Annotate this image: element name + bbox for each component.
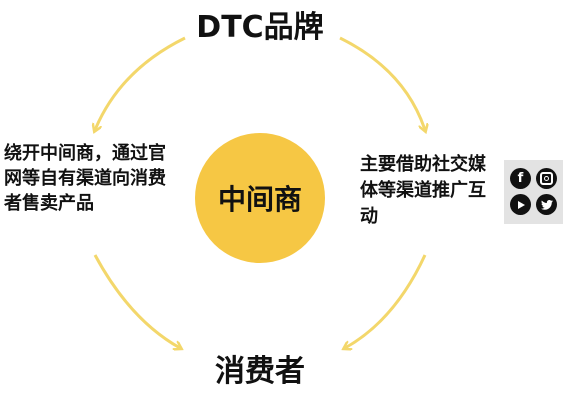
middleman-label: 中间商 [217, 183, 302, 216]
arrow-left-bottom [93, 254, 180, 348]
instagram-icon [536, 168, 557, 189]
twitter-icon [536, 194, 557, 215]
arrow-top-left [95, 36, 186, 130]
dtc-brand-label: DTC品牌 [196, 10, 324, 45]
social-media-icons: f [504, 160, 563, 224]
youtube-icon [510, 194, 531, 215]
social-promotion-text: 主要借助社交媒体等渠道推广互动 [360, 154, 486, 227]
arrow-right-bottom [345, 254, 427, 348]
arrow-top-right [339, 36, 425, 130]
consumer-label: 消费者 [215, 354, 305, 389]
direct-channel-text: 绕开中间商，通过官网等自有渠道向消费者售卖产品 [4, 143, 166, 214]
facebook-icon: f [510, 168, 531, 189]
middleman-circle: 中间商 [195, 133, 325, 263]
